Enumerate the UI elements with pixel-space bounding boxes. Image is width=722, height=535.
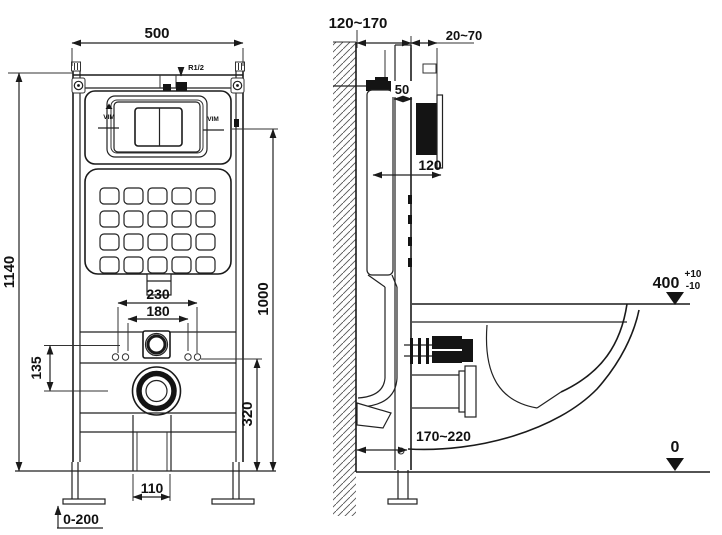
dim-height-text: 1140 [1, 256, 18, 289]
thread-size-text: R1/2 [188, 63, 204, 72]
floor-datum: 0 [666, 439, 684, 471]
dim-drain-height-text: 320 [239, 401, 256, 426]
datum-triangle-icon [666, 292, 684, 305]
side-view: 120~170 20~70 50 120 170~220 400 +10 [329, 15, 710, 516]
water-supply-valve [333, 50, 393, 92]
dim-drain-wall-text: 170~220 [416, 428, 471, 444]
wall-section [333, 41, 710, 516]
floor-datum-text: 0 [671, 439, 680, 456]
dimension-panel-height: 1000 [232, 128, 278, 472]
dim-inlet-span-text: 230 [146, 286, 170, 302]
flush-bend-neck [146, 273, 172, 296]
frame-rails [71, 61, 245, 462]
dim-wall-finish-text: 20~70 [446, 28, 483, 43]
drain-funnel [356, 402, 392, 429]
dimension-frame-height: 1140 [1, 72, 73, 472]
flush-bend-outer [359, 377, 398, 408]
brand-logo-left: VIM [98, 103, 119, 129]
dimension-leg-adjust: 0-200 [54, 505, 103, 529]
seat-datum-plus-text: +10 [685, 269, 702, 280]
brand-triangle-icon [105, 103, 113, 109]
dim-plate-depth-text: 120 [418, 157, 442, 173]
lower-crossbar [80, 412, 236, 471]
rail-clip-mark [234, 119, 239, 127]
water-thread-label: R1/2 [177, 63, 204, 77]
dim-panel-height-text: 1000 [255, 282, 272, 315]
brand-logo-right: VIM [203, 116, 224, 131]
drain-pipe-side [412, 365, 477, 418]
dimension-stud-span: 180 [127, 303, 189, 351]
seat-datum-minus-text: -10 [686, 281, 701, 292]
dimension-wall-finish: 20~70 [410, 28, 483, 47]
mounting-rod [404, 336, 473, 364]
front-view: R1/2 VIM VIM [1, 25, 278, 529]
dimension-frame-width: 500 [71, 25, 244, 66]
toilet-bowl-profile [407, 303, 690, 451]
brand-text-right: VIM [207, 116, 219, 123]
flush-bend-inner [357, 377, 386, 399]
cistern-tank [84, 168, 232, 296]
leg-bolt-hole [397, 447, 405, 455]
hanger-tab-right [235, 61, 245, 72]
dim-frame-depth-text: 120~170 [329, 15, 388, 32]
mounting-studs [111, 353, 202, 361]
dim-leg-adjust-text: 0-200 [63, 511, 99, 527]
seat-datum-value-text: 400 [653, 275, 680, 292]
brand-text-left: VIM [103, 114, 115, 121]
plate-recess [106, 95, 208, 158]
floor-triangle-icon [666, 458, 684, 471]
inlet-valve-mark [176, 82, 187, 93]
seat-height-datum: 400 +10 -10 [653, 269, 702, 305]
dimension-drain-height: 320 [201, 358, 262, 472]
dimension-plate-depth: 120 [372, 157, 442, 179]
tank-emboss-grid [99, 187, 216, 274]
dim-drain-pipe-text: 110 [141, 480, 164, 496]
dimension-inlet-span: 230 [117, 286, 198, 353]
dimension-inlet-to-drain: 135 [28, 344, 120, 392]
foot-plate-left [62, 498, 106, 505]
dim-top-rail-text: 50 [395, 82, 409, 97]
wall-hatch [333, 42, 356, 516]
dim-stud-span-text: 180 [146, 303, 170, 319]
mounting-crossbar [80, 330, 236, 364]
flush-buttons [134, 107, 183, 147]
dim-inlet-drain-text: 135 [28, 356, 44, 380]
dimension-top-rail: 50 [391, 81, 414, 103]
flush-plate-panel: VIM VIM [84, 90, 239, 165]
flush-plate-side [416, 48, 444, 169]
hanger-tab-left [71, 61, 81, 72]
dimension-drain-to-wall: 170~220 [356, 428, 471, 454]
inlet-fitting-mark [163, 84, 171, 92]
dim-width-text: 500 [144, 25, 169, 42]
dimension-drain-pipe-width: 110 [132, 474, 171, 501]
foot-plate-right [211, 498, 255, 505]
adjustable-legs [15, 462, 276, 505]
cistern-side [356, 89, 398, 429]
flush-plate [113, 101, 201, 153]
corner-bolt-left [73, 80, 84, 91]
corner-bolt-right [232, 80, 243, 91]
top-crossbar [71, 74, 245, 94]
side-foot-plate [387, 498, 418, 505]
drain-outlet [131, 366, 182, 416]
